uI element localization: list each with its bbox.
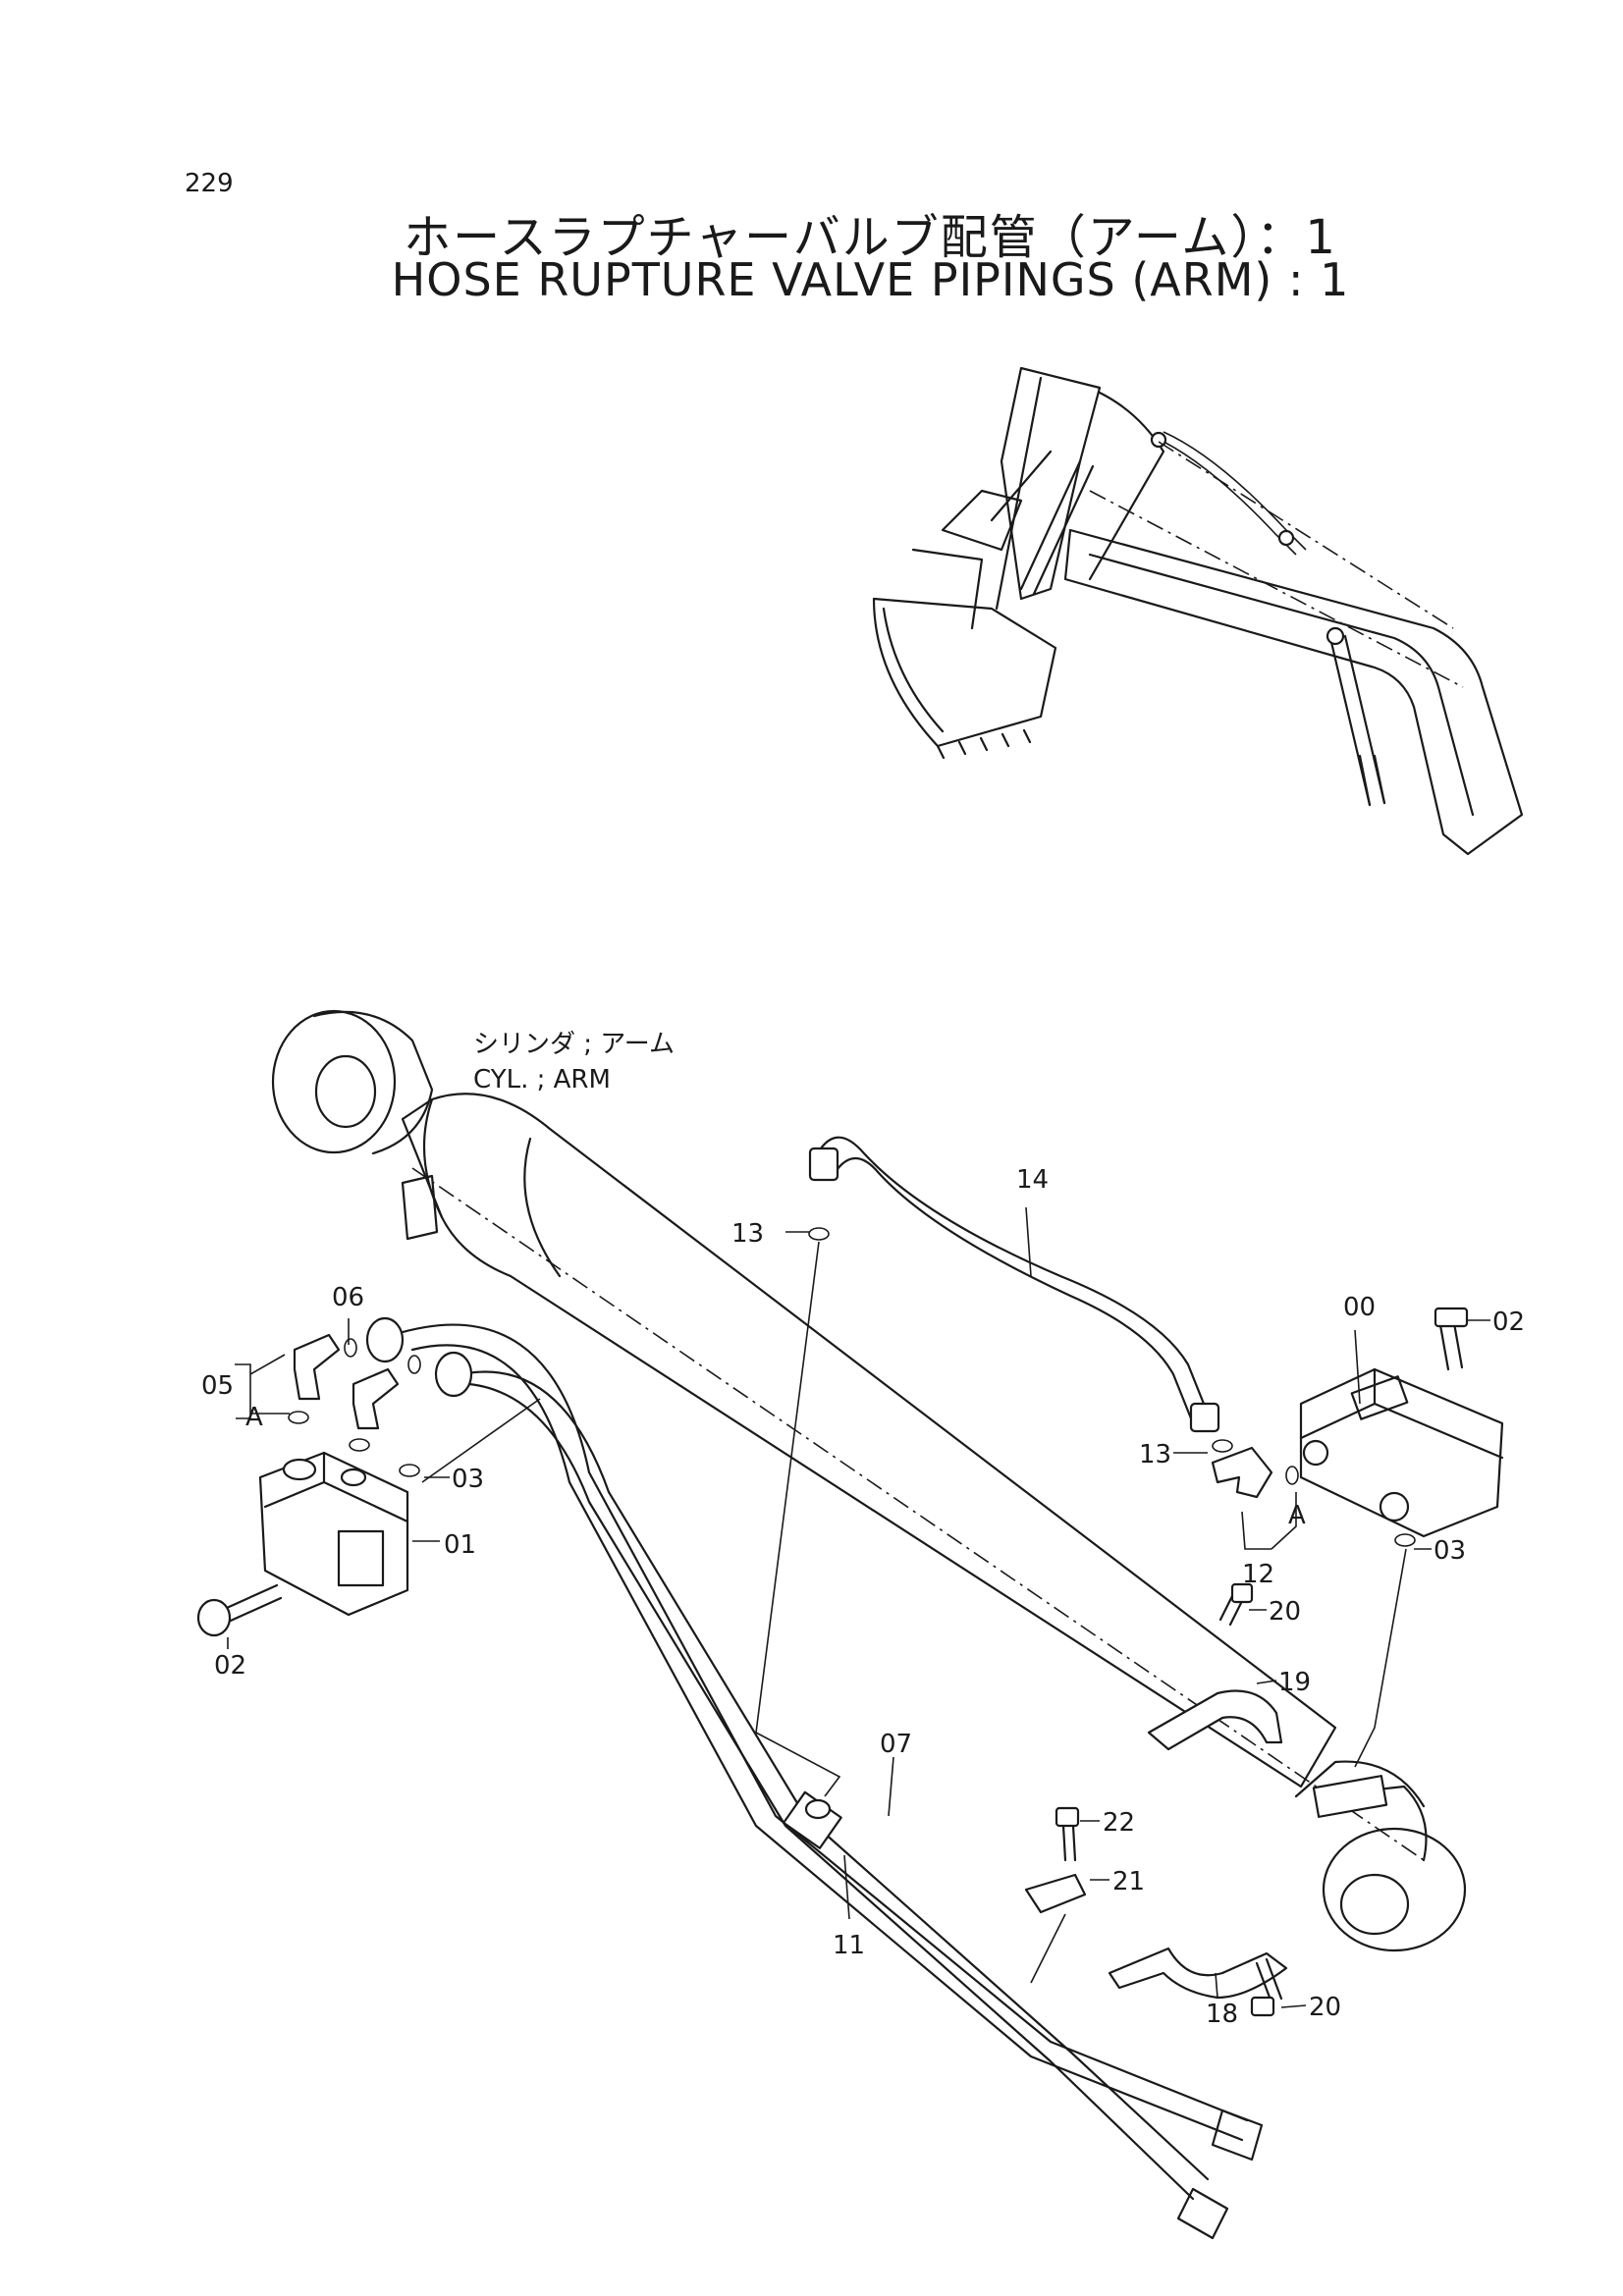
valve-01 [258,1451,409,1617]
callout-12: 12 [1242,1560,1274,1589]
callout-18: 18 [1206,2000,1238,2029]
pipes-07-11 [365,1316,1264,2240]
callout-05: 05 [201,1371,234,1401]
callout-02-right: 02 [1492,1308,1525,1337]
arm-cylinder [271,1009,1467,1952]
callout-06: 06 [332,1283,364,1312]
callout-03-left: 03 [452,1465,484,1494]
callout-02-left: 02 [214,1651,246,1681]
callout-11: 11 [833,1931,865,1960]
valve-00 [1299,1367,1504,1538]
excavator-overview-illustration [872,366,1524,856]
leader-lines [227,1206,1490,2008]
callout-14: 14 [1016,1165,1049,1195]
title-japanese: ホースラプチャーバルブ配管（アーム）：1 [404,210,1337,265]
callout-13-lower: 13 [1139,1440,1171,1469]
callout-labels: 00 02 01 02 03 03 05 06 07 11 12 13 13 1… [201,1030,1525,2029]
callout-22: 22 [1103,1808,1135,1838]
callout-13-upper: 13 [731,1219,764,1249]
callout-01: 01 [444,1530,476,1560]
page-number: 229 [185,169,234,198]
callout-20-lower: 20 [1309,1993,1341,2022]
callout-21: 21 [1112,1867,1145,1896]
small-fittings [196,1227,1469,2017]
hose-14 [808,1136,1220,1433]
callout-03-right: 03 [1434,1536,1466,1566]
callout-00: 00 [1343,1293,1376,1322]
callout-20-upper: 20 [1269,1597,1301,1627]
cylinder-label-japanese: シリンダ ; アーム [473,1030,675,1059]
callout-19: 19 [1278,1668,1311,1697]
reference-a-right: A [1288,1501,1306,1530]
cylinder-label-english: CYL. ; ARM [473,1065,611,1095]
reference-a-left: A [245,1403,263,1432]
callout-07: 07 [880,1730,912,1759]
title-english: HOSE RUPTURE VALVE PIPINGS (ARM) : 1 [391,253,1350,306]
